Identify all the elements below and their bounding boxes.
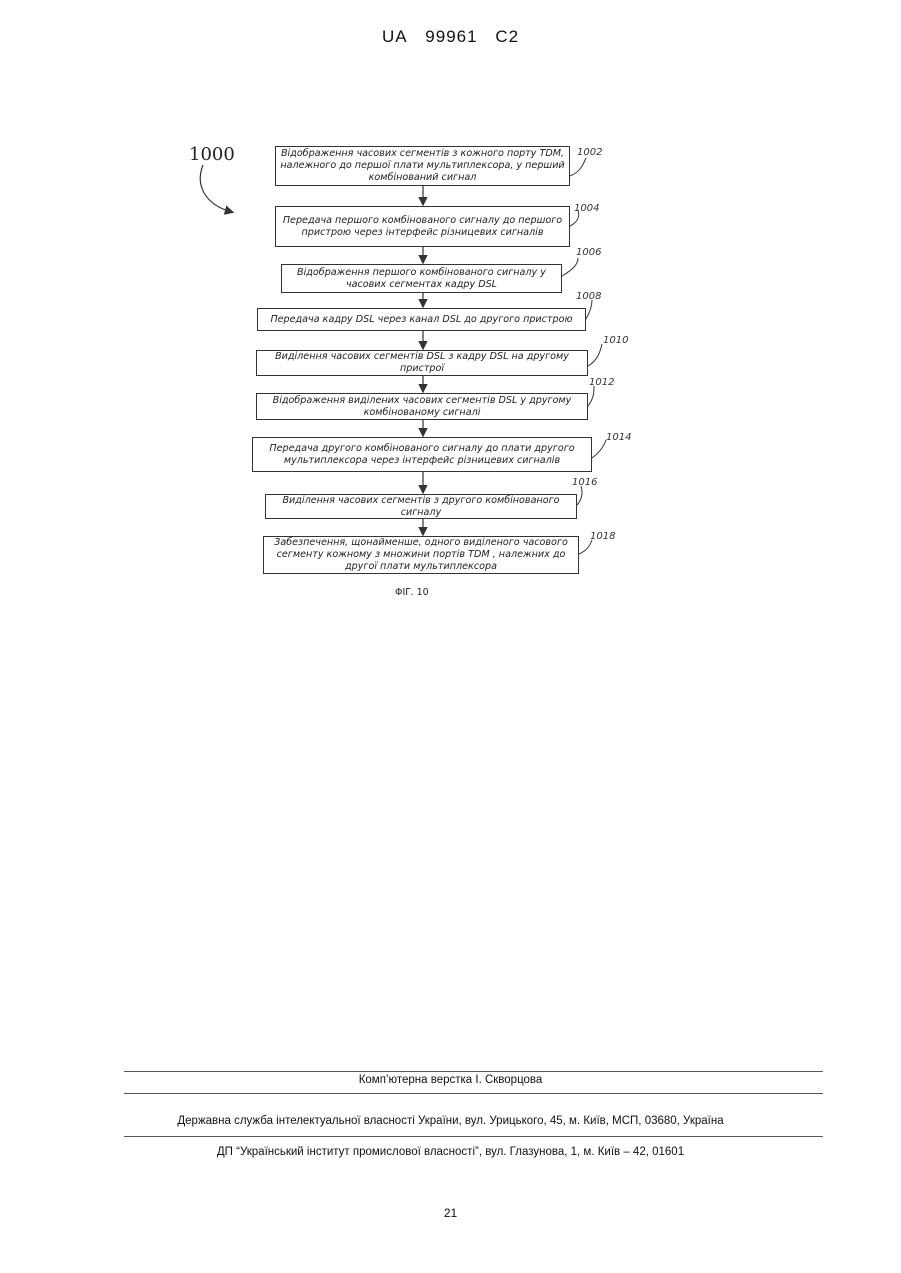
leader-1010 — [588, 344, 602, 366]
footer-divider-middle — [124, 1093, 823, 1094]
flow-step-1008: Передача кадру DSL через канал DSL до др… — [257, 308, 586, 331]
ref-label-1004: 1004 — [574, 203, 599, 214]
figure-caption: ΦΙΓ. 10 — [395, 587, 429, 598]
ref-label-1016: 1016 — [572, 477, 597, 488]
leader-1012 — [588, 386, 594, 406]
flowchart: 1000 Відображення часових сегментів з ко… — [0, 0, 901, 620]
leader-1016 — [577, 486, 582, 505]
flow-step-1016: Виділення часових сегментів з другого ко… — [265, 494, 577, 519]
leader-1018 — [579, 540, 592, 554]
ref-label-1008: 1008 — [576, 291, 601, 302]
flow-step-1014: Передача другого комбінованого сигналу д… — [252, 437, 592, 472]
leader-1008 — [586, 300, 592, 319]
footer-service-address: Державна служба інтелектуальної власност… — [0, 1115, 901, 1127]
footer-divider-bottom — [124, 1136, 823, 1137]
ref-label-1006: 1006 — [576, 247, 601, 258]
figure-pointer-arrow — [200, 165, 232, 212]
footer-layout-credit: Комп’ютерна верстка І. Скворцова — [0, 1074, 901, 1086]
flow-step-1010: Виділення часових сегментів DSL з кадру … — [256, 350, 588, 376]
flow-step-1002: Відображення часових сегментів з кожного… — [275, 146, 570, 186]
ref-label-1018: 1018 — [590, 531, 615, 542]
page-number: 21 — [0, 1206, 901, 1220]
flow-step-1006: Відображення першого комбінованого сигна… — [281, 264, 562, 293]
ref-label-1002: 1002 — [577, 147, 602, 158]
footer-divider-top — [124, 1071, 823, 1072]
leader-1002 — [570, 158, 586, 176]
ref-label-1014: 1014 — [606, 432, 631, 443]
leader-1014 — [592, 440, 606, 458]
flow-step-1012: Відображення виділених часових сегментів… — [256, 393, 588, 420]
figure-number: 1000 — [189, 144, 235, 165]
ref-label-1012: 1012 — [589, 377, 614, 388]
flow-step-1018: Забезпечення, щонайменше, одного виділен… — [263, 536, 579, 574]
footer-institute-address: ДП “Український інститут промислової вла… — [0, 1146, 901, 1158]
leader-1006 — [562, 258, 578, 276]
flow-step-1004: Передача першого комбінованого сигналу д… — [275, 206, 570, 247]
ref-label-1010: 1010 — [603, 335, 628, 346]
